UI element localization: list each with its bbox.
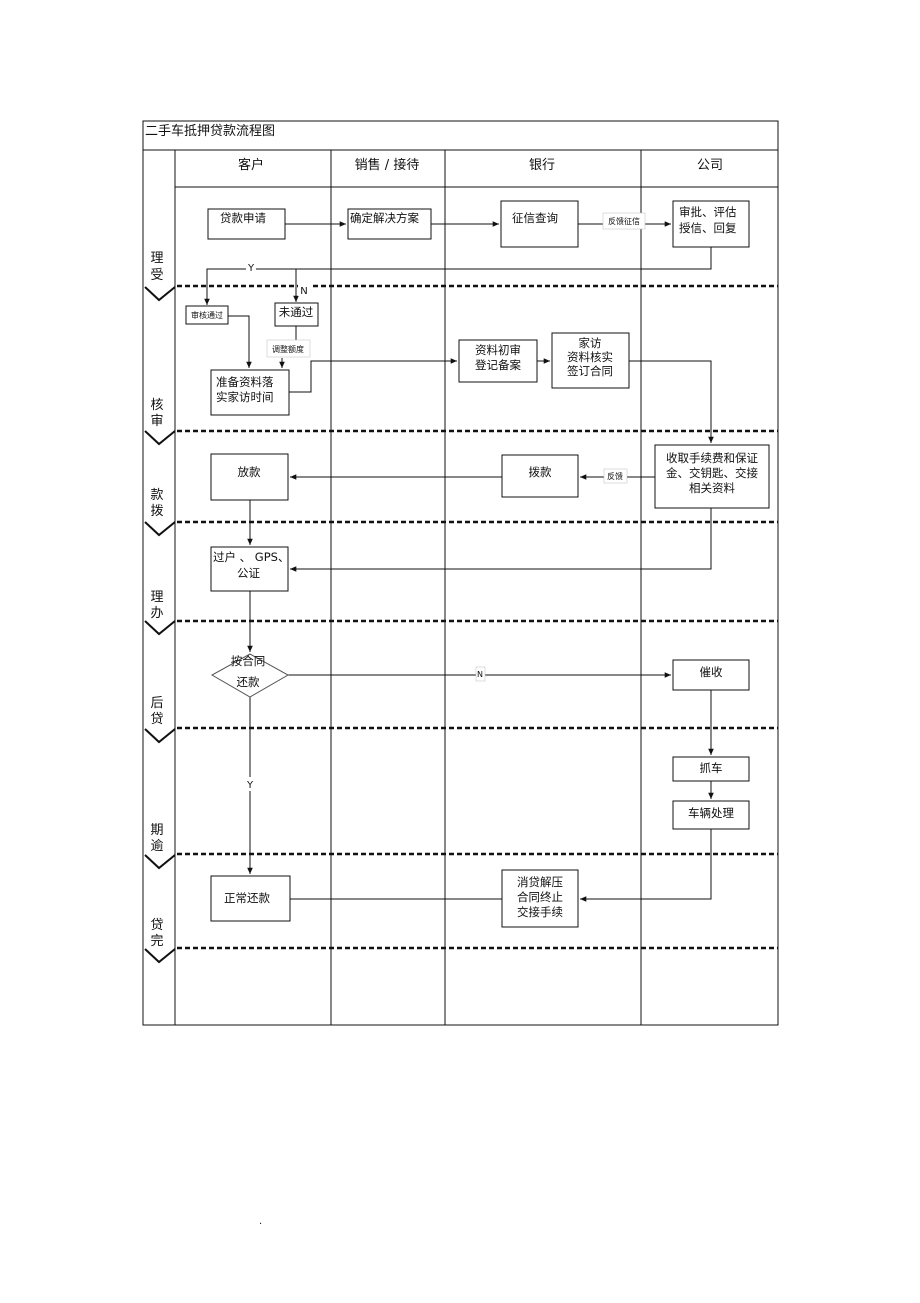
svg-text:授信、回复: 授信、回复	[679, 221, 737, 235]
svg-text:审批、评估: 审批、评估	[679, 205, 737, 219]
svg-text:放款: 放款	[238, 465, 261, 479]
svg-text:Y: Y	[246, 780, 254, 791]
node-normal-repayment: 正常还款	[210, 875, 291, 922]
stage-label-3b: 拨	[150, 504, 163, 519]
svg-text:合同终止: 合同终止	[517, 890, 563, 904]
svg-text:反馈: 反馈	[607, 471, 623, 481]
stage-label-7b: 完	[150, 934, 163, 949]
label-n-overdue: N	[475, 666, 486, 682]
svg-text:抓车: 抓车	[700, 761, 723, 775]
node-review-passed: 审核通过	[185, 305, 229, 325]
svg-text:审核通过: 审核通过	[191, 310, 223, 320]
node-seize-vehicle: 抓车	[672, 756, 750, 782]
node-preliminary-review: 资料初审 登记备案	[458, 339, 538, 383]
node-determine-plan: 确定解决方案	[347, 208, 432, 240]
node-approve-evaluate: 审批、评估 授信、回复	[672, 200, 750, 248]
svg-text:按合同: 按合同	[231, 654, 266, 668]
svg-text:车辆处理: 车辆处理	[688, 806, 734, 820]
svg-text:资料初审: 资料初审	[475, 343, 521, 357]
stage-label-3a: 款	[150, 488, 163, 503]
label-adjust-limit: 调整额度	[266, 339, 311, 358]
stage-dividers	[177, 284, 778, 950]
svg-text:登记备案: 登记备案	[475, 358, 521, 372]
stage-label-6b: 逾	[150, 839, 163, 854]
svg-text:家访: 家访	[579, 336, 602, 350]
diagram-title: 二手车抵押贷款流程图	[145, 123, 275, 139]
svg-text:公证: 公证	[237, 566, 260, 580]
node-collection: 催收	[672, 659, 750, 691]
svg-text:收取手续费和保证: 收取手续费和保证	[666, 451, 758, 465]
svg-text:贷款申请: 贷款申请	[220, 211, 266, 225]
svg-text:N: N	[300, 286, 307, 297]
node-close-loan: 消贷解压 合同终止 交接手续	[501, 869, 579, 928]
stage-label-7a: 贷	[150, 918, 163, 933]
node-collect-fees: 收取手续费和保证 金、交钥匙、交接 相关资料	[654, 444, 770, 509]
svg-text:交接手续: 交接手续	[517, 905, 563, 919]
node-loan-application: 贷款申请	[207, 208, 286, 240]
stage-label-2b: 审	[150, 414, 163, 429]
frame	[142, 120, 779, 1026]
stage-label-6a: 期	[150, 823, 163, 838]
stage-label-5b: 贷	[150, 712, 163, 727]
svg-text:反馈征信: 反馈征信	[608, 216, 640, 226]
lane-header-customer: 客户	[238, 157, 264, 173]
stage-chevrons	[144, 286, 176, 964]
svg-text:相关资料: 相关资料	[689, 481, 735, 495]
svg-text:签订合同: 签订合同	[567, 364, 613, 378]
svg-text:催收: 催收	[700, 665, 723, 679]
label-y-approve: Y	[246, 261, 256, 274]
stage-label-5a: 后	[150, 696, 163, 711]
svg-text:正常还款: 正常还款	[224, 891, 270, 905]
label-feedback: 反馈	[603, 468, 628, 484]
lane-header-sales: 销售 / 接待	[355, 157, 420, 173]
node-review-failed: 未通过	[274, 302, 319, 327]
svg-text:消贷解压: 消贷解压	[517, 875, 563, 889]
node-repay-decision: 按合同 还款	[210, 653, 290, 698]
svg-text:准备资料落: 准备资料落	[216, 375, 274, 389]
label-y-repay: Y	[245, 777, 255, 791]
connectors	[204, 221, 714, 902]
stage-label-1b: 受	[150, 268, 163, 283]
node-vehicle-handling: 车辆处理	[672, 800, 750, 830]
lane-header-bank: 银行	[529, 158, 555, 173]
node-transfer-gps-notary: 过户 、 GPS、 公证	[210, 546, 289, 592]
node-disburse: 拨款	[501, 454, 579, 498]
stage-label-4b: 办	[150, 606, 163, 621]
node-credit-check: 征信查询	[500, 200, 579, 248]
label-feedback-credit: 反馈征信	[602, 212, 646, 230]
stage-label-1a: 理	[150, 251, 163, 266]
svg-text:确定解决方案: 确定解决方案	[350, 211, 419, 225]
svg-text:金、交钥匙、交接: 金、交钥匙、交接	[666, 466, 758, 480]
svg-text:实家访时间: 实家访时间	[216, 390, 274, 404]
svg-text:N: N	[477, 670, 483, 679]
svg-text:调整额度: 调整额度	[272, 344, 304, 354]
svg-text:征信查询: 征信查询	[512, 211, 558, 225]
stage-label-2a: 核	[150, 398, 163, 413]
svg-text:过户 、 GPS、: 过户 、 GPS、	[213, 550, 289, 564]
svg-text:拨款: 拨款	[529, 465, 552, 479]
svg-text:未通过: 未通过	[279, 305, 314, 319]
footer-mark: .	[259, 1216, 262, 1227]
node-home-visit: 家访 资料核实 签订合同	[551, 332, 630, 389]
svg-text:Y: Y	[247, 263, 255, 274]
node-prepare-documents: 准备资料落 实家访时间	[210, 369, 290, 416]
svg-text:还款: 还款	[237, 675, 260, 689]
svg-text:资料核实: 资料核实	[567, 350, 613, 364]
stage-label-4a: 理	[150, 590, 163, 605]
lane-header-company: 公司	[697, 158, 723, 173]
label-n-reject: N	[298, 283, 310, 297]
node-release-loan: 放款	[210, 453, 289, 501]
